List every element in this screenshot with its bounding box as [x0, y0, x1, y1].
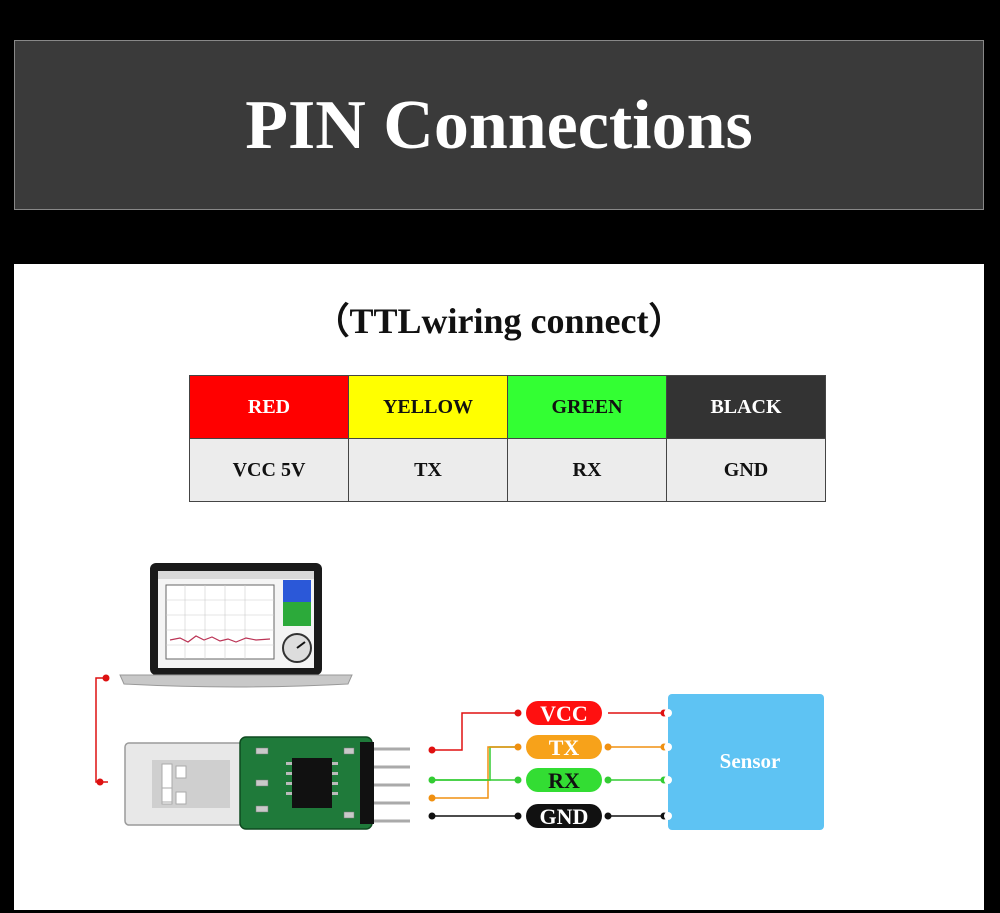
- pin-label-tx: TX: [526, 735, 602, 760]
- wire-signal-vcc: VCC 5V: [189, 438, 349, 502]
- wire-rx-crossed: [432, 780, 490, 798]
- wire-color-red: RED: [189, 375, 349, 439]
- laptop-usb-link: [95, 674, 110, 786]
- title-banner: PIN Connections: [14, 40, 984, 210]
- wire-vcc: [432, 712, 518, 751]
- wire-signal-rx: RX: [507, 438, 667, 502]
- wire-color-green: GREEN: [507, 375, 667, 439]
- pin-label-rx: RX: [526, 768, 602, 793]
- wires: [432, 712, 664, 817]
- usb-ttl-module-icon: [124, 736, 410, 830]
- wire-color-table: RED YELLOW GREEN BLACK VCC 5V TX RX GND: [189, 375, 826, 502]
- subtitle: （TTLwiring connect）: [313, 301, 685, 341]
- wire-orange: [432, 746, 518, 799]
- pin-label-tx-text: TX: [549, 735, 580, 760]
- sensor-box: Sensor: [664, 694, 824, 830]
- wire-tx-crossed: [432, 746, 518, 781]
- wire-signal-tx: TX: [348, 438, 508, 502]
- wire-color-black: BLACK: [666, 375, 826, 439]
- wire-signal-gnd: GND: [666, 438, 826, 502]
- sensor-label: Sensor: [720, 749, 781, 773]
- wire-dots: [428, 709, 668, 820]
- pin-label-rx-text: RX: [548, 768, 580, 793]
- pin-label-vcc-text: VCC: [540, 701, 588, 726]
- laptop-icon: [119, 563, 353, 688]
- wire-color-yellow: YELLOW: [348, 375, 508, 439]
- pin-label-vcc: VCC: [526, 701, 602, 726]
- page-title: PIN Connections: [245, 87, 753, 164]
- pin-label-gnd: GND: [526, 804, 602, 829]
- pin-label-gnd-text: GND: [540, 804, 589, 829]
